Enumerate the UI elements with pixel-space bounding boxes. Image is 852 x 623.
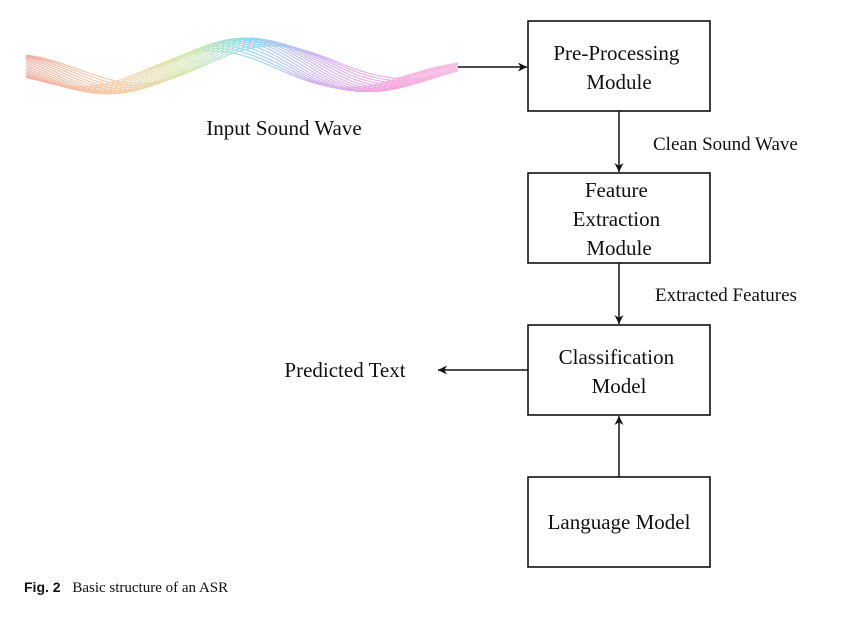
wave-strand [25, 37, 459, 95]
preprocessing-module-label: Pre-Processing Module [553, 41, 684, 94]
caption-text: Basic structure of an ASR [72, 580, 229, 596]
extracted-features-label: Extracted Features [655, 285, 797, 306]
sound-wave-graphic [25, 37, 459, 95]
preprocessing-line-2: Module [586, 70, 651, 94]
feature-extraction-line-2: Extraction [573, 207, 661, 231]
wave-strand [25, 43, 459, 87]
wave-strand [25, 45, 459, 91]
preprocessing-line-1: Pre-Processing [553, 41, 679, 65]
figure-number: Fig. 2 [24, 579, 61, 595]
wave-strand [25, 43, 459, 92]
wave-strand [25, 39, 459, 94]
classification-model-box [527, 324, 711, 416]
feature-extraction-line-3: Module [586, 236, 651, 260]
classification-model-label: Classification Model [559, 345, 680, 398]
predicted-text-label: Predicted Text [284, 358, 405, 382]
feature-extraction-module-box [527, 172, 711, 264]
wave-strand [25, 50, 459, 89]
preprocessing-module-box [527, 20, 711, 112]
wave-strand [25, 38, 459, 95]
classification-line-2: Model [592, 374, 647, 398]
language-model-label: Language Model [548, 510, 691, 534]
classification-line-1: Classification [559, 345, 675, 369]
input-sound-wave-label: Input Sound Wave [206, 116, 361, 140]
feature-extraction-module-label: Feature Extraction Module [573, 178, 666, 260]
wave-strand [25, 41, 459, 93]
clean-sound-wave-label: Clean Sound Wave [653, 134, 798, 155]
figure-caption: Fig. 2 Basic structure of an ASR [24, 579, 228, 597]
wave-strand [25, 44, 459, 84]
wave-strand [25, 47, 459, 90]
language-model-box [527, 476, 711, 568]
feature-extraction-line-1: Feature [585, 178, 648, 202]
